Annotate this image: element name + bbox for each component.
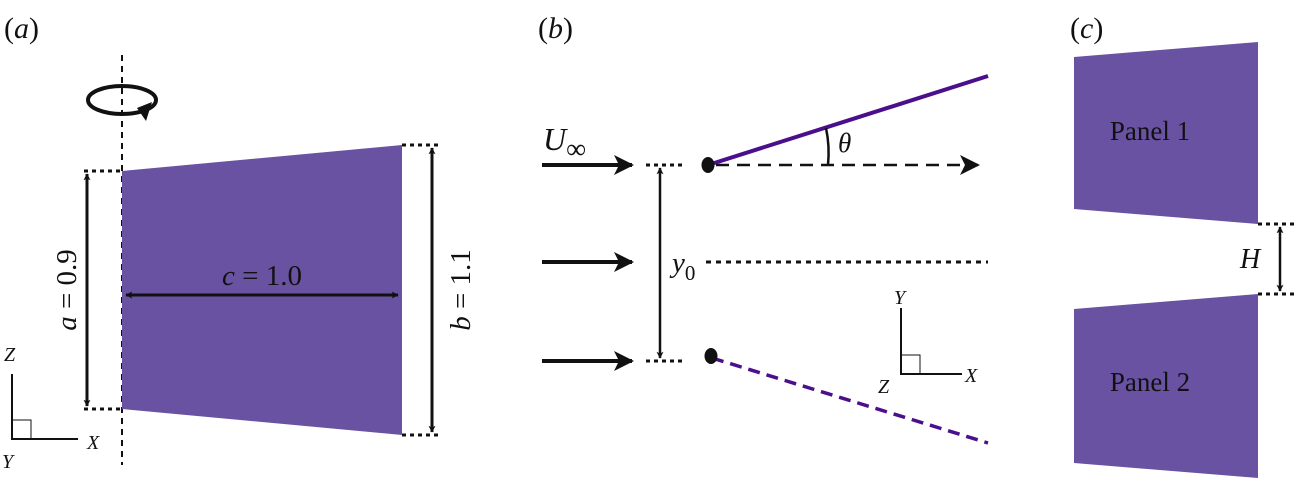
angle-label: θ [838, 128, 851, 158]
panel-c: (c) Panel 1 Panel 2 H [1070, 12, 1298, 478]
panel-a: (a) a = 0.9 b = 1.1 c = 1.0 Z X Y [2, 12, 477, 473]
panel-c-tag: (c) [1070, 12, 1103, 45]
panel-b: (b) U∞ y0 θ Y X [538, 12, 989, 445]
axis-y-label: Y [2, 451, 15, 473]
axis-y-label-b: Y [894, 287, 907, 309]
theta-arc [824, 127, 830, 166]
axis-x-label-b: X [964, 365, 978, 387]
panel-1-label: Panel 1 [1110, 116, 1190, 146]
top-pivot-dot [701, 157, 715, 173]
bottom-pivot-dot [704, 348, 718, 364]
offset-label: y0 [669, 247, 695, 285]
axis-z-label-b: Z [878, 376, 890, 398]
panel-2-shape [1074, 294, 1258, 478]
panel-1-shape [1074, 42, 1258, 224]
axis-z-label: Z [4, 344, 16, 366]
top-plate-line [707, 74, 989, 167]
panel-2-label: Panel 2 [1110, 367, 1190, 397]
panel-a-tag: (a) [4, 12, 39, 45]
c-label: c = 1.0 [222, 260, 302, 292]
b-label: b = 1.1 [445, 249, 477, 331]
axes-triad-a: Z X Y [2, 344, 100, 473]
axis-x-label: X [86, 432, 100, 454]
gap-label: H [1239, 244, 1262, 275]
freestream-label: U∞ [543, 121, 586, 165]
bottom-plate-line [711, 356, 989, 445]
rotation-arrow-icon [86, 84, 158, 121]
trapezoid-plate [122, 145, 402, 435]
a-label: a = 0.9 [51, 249, 83, 331]
axes-triad-b: Y X Z [878, 287, 978, 398]
panel-b-tag: (b) [538, 12, 573, 45]
